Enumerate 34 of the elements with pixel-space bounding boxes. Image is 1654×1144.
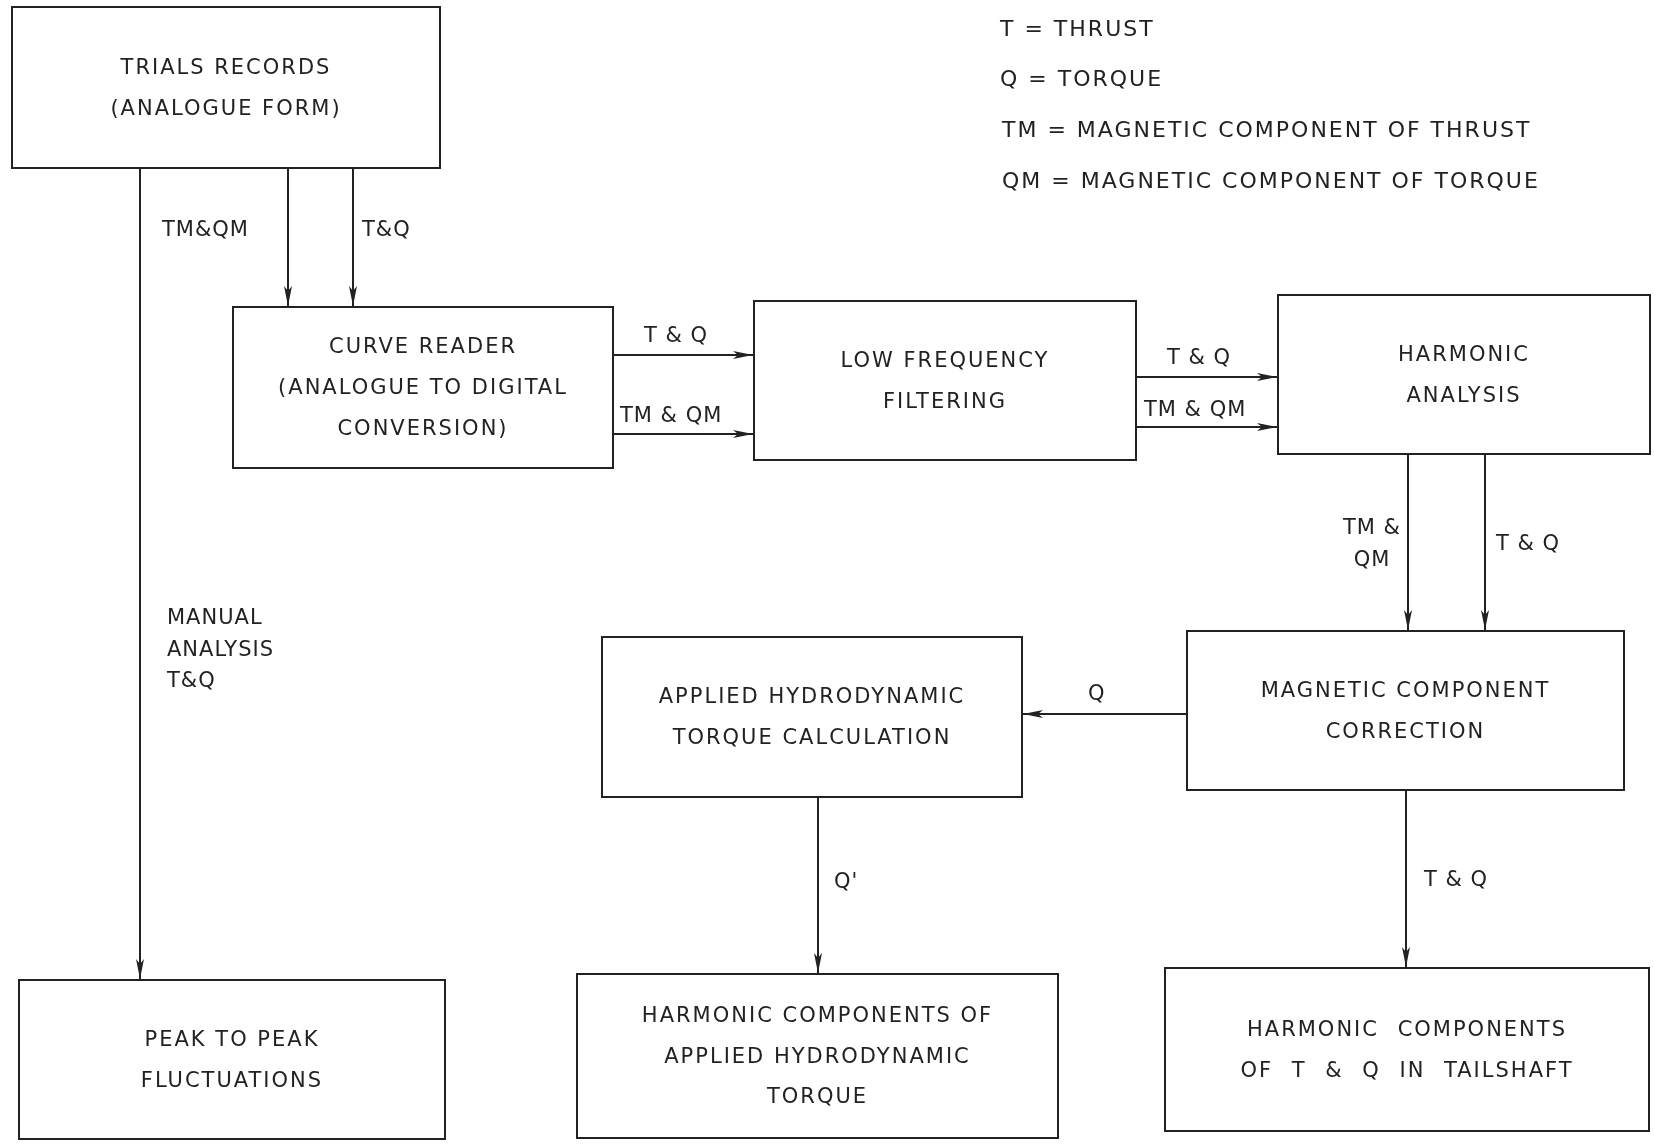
box-label: HARMONIC COMPONENTS OF T & Q IN TAILSHAFT xyxy=(1239,1015,1575,1084)
box-label: CURVE READER (ANALOGUE TO DIGITAL CONVERSION) xyxy=(277,333,569,442)
process-box xyxy=(753,300,1137,461)
abbreviation-note: QM = MAGNETIC COMPONENT OF TORQUE xyxy=(1002,168,1540,193)
process-box xyxy=(11,6,441,169)
process-box xyxy=(1164,967,1650,1132)
box-label: APPLIED HYDRODYNAMIC TORQUE CALCULATION xyxy=(657,683,967,751)
arrow xyxy=(1481,454,1489,631)
arrow xyxy=(1402,790,1410,968)
process-box xyxy=(601,636,1023,798)
abbreviation-note: Q = TORQUE xyxy=(1000,66,1164,91)
box-label: TRIALS RECORDS (ANALOGUE FORM) xyxy=(109,53,343,122)
process-box xyxy=(1277,294,1651,455)
box-label: HARMONIC COMPONENTS OF APPLIED HYDRODYNAMIC TORQUE xyxy=(640,1001,995,1111)
arrow xyxy=(613,430,754,438)
abbreviation-note: TM = MAGNETIC COMPONENT OF THRUST xyxy=(1002,117,1532,142)
process-box xyxy=(18,979,446,1140)
arrow xyxy=(613,351,754,359)
box-label: MAGNETIC COMPONENT CORRECTION xyxy=(1259,676,1552,745)
arrow xyxy=(1022,710,1187,718)
arrow xyxy=(1404,454,1412,631)
box-label: PEAK TO PEAK FLUCTUATIONS xyxy=(139,1025,325,1094)
arrow xyxy=(814,797,822,974)
abbreviation-note: T = THRUST xyxy=(1000,16,1155,41)
arrow xyxy=(349,168,357,307)
arrow xyxy=(136,168,144,980)
process-box xyxy=(1186,630,1625,791)
box-label: HARMONIC ANALYSIS xyxy=(1397,340,1531,409)
arrow xyxy=(1136,423,1278,431)
process-box xyxy=(576,973,1059,1139)
process-box xyxy=(232,306,614,469)
arrow xyxy=(1136,373,1278,381)
box-label: LOW FREQUENCY FILTERING xyxy=(839,346,1051,415)
arrow xyxy=(284,168,292,307)
